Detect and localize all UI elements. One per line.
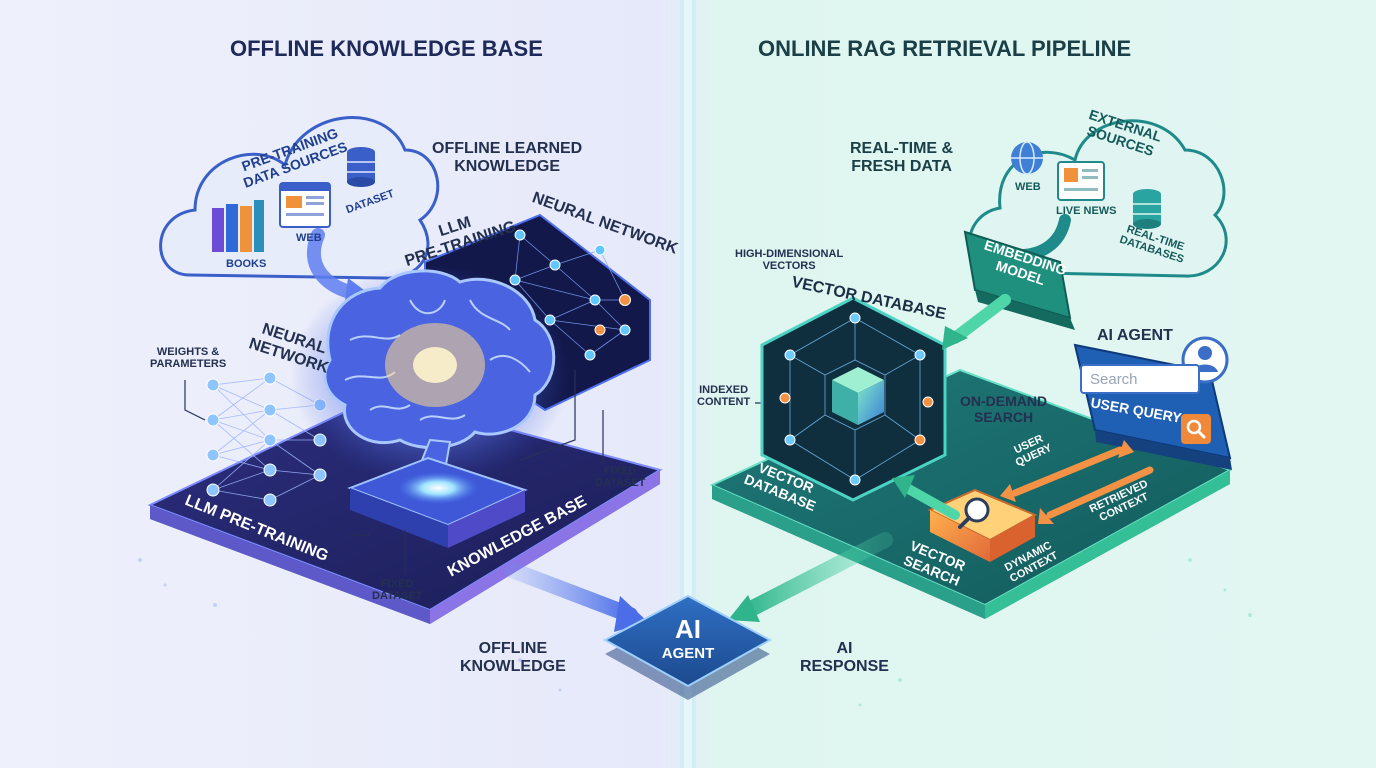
offline-title: OFFLINE KNOWLEDGE BASE (230, 36, 543, 61)
search-placeholder: Search (1090, 371, 1138, 388)
vector-database-hexagon (760, 296, 947, 502)
web-page-icon (279, 182, 331, 228)
external-sources-cloud (967, 119, 1228, 278)
brain-icon (290, 265, 570, 485)
database-icon (1133, 189, 1161, 229)
live-news-label: LIVE NEWS (1056, 205, 1117, 217)
dataset-icon (347, 147, 375, 187)
magnifier-icon (1186, 419, 1206, 439)
agent-ai-text: AI (675, 614, 701, 644)
retrieved-context-arrow (1046, 466, 1154, 519)
globe-icon (1011, 141, 1043, 175)
fixed-dataset-right-label: FIXED DATASET (595, 465, 646, 490)
response-to-agent-arrow (737, 532, 893, 620)
on-demand-label: ON-DEMAND SEARCH (960, 393, 1048, 425)
sparkle-dots (138, 558, 562, 692)
pretraining-cloud (159, 116, 440, 280)
center-divider (684, 0, 692, 768)
agent-name-text: AGENT (661, 645, 715, 662)
web-label: WEB (296, 232, 322, 244)
indexed-content-label: INDEXED CONTENT (697, 384, 751, 409)
embedding-to-db-arrow (949, 294, 1011, 344)
books-icon (212, 200, 264, 252)
high-dim-label: HIGH-DIMENSIONAL VECTORS (735, 248, 844, 273)
search-button[interactable] (1181, 414, 1211, 444)
offline-learned-label: OFFLINE LEARNED KNOWLEDGE (432, 140, 583, 175)
ai-agent-title: AI AGENT (1097, 327, 1173, 344)
offline-to-agent-arrow (504, 562, 638, 623)
offline-knowledge-label: OFFLINE KNOWLEDGE (460, 640, 566, 675)
search-to-db-arrow (900, 482, 960, 520)
web-right-label: WEB (1015, 181, 1041, 193)
vector-search-node (927, 488, 1038, 562)
ai-response-label: AI RESPONSE (800, 640, 889, 675)
user-query-arrow (1011, 446, 1124, 497)
knowledge-base-pedestal (347, 456, 528, 548)
live-news-icon (1057, 161, 1105, 201)
books-label: BOOKS (226, 258, 267, 270)
weights-label: WEIGHTS & PARAMETERS (150, 346, 227, 371)
fixed-dataset-bottom-label: FIXED DATASET (372, 578, 423, 603)
ai-agent-node (602, 594, 773, 700)
real-time-label: REAL-TIME & FRESH DATA (850, 140, 954, 175)
online-title: ONLINE RAG RETRIEVAL PIPELINE (758, 36, 1132, 61)
search-input[interactable]: Search (1080, 364, 1200, 394)
